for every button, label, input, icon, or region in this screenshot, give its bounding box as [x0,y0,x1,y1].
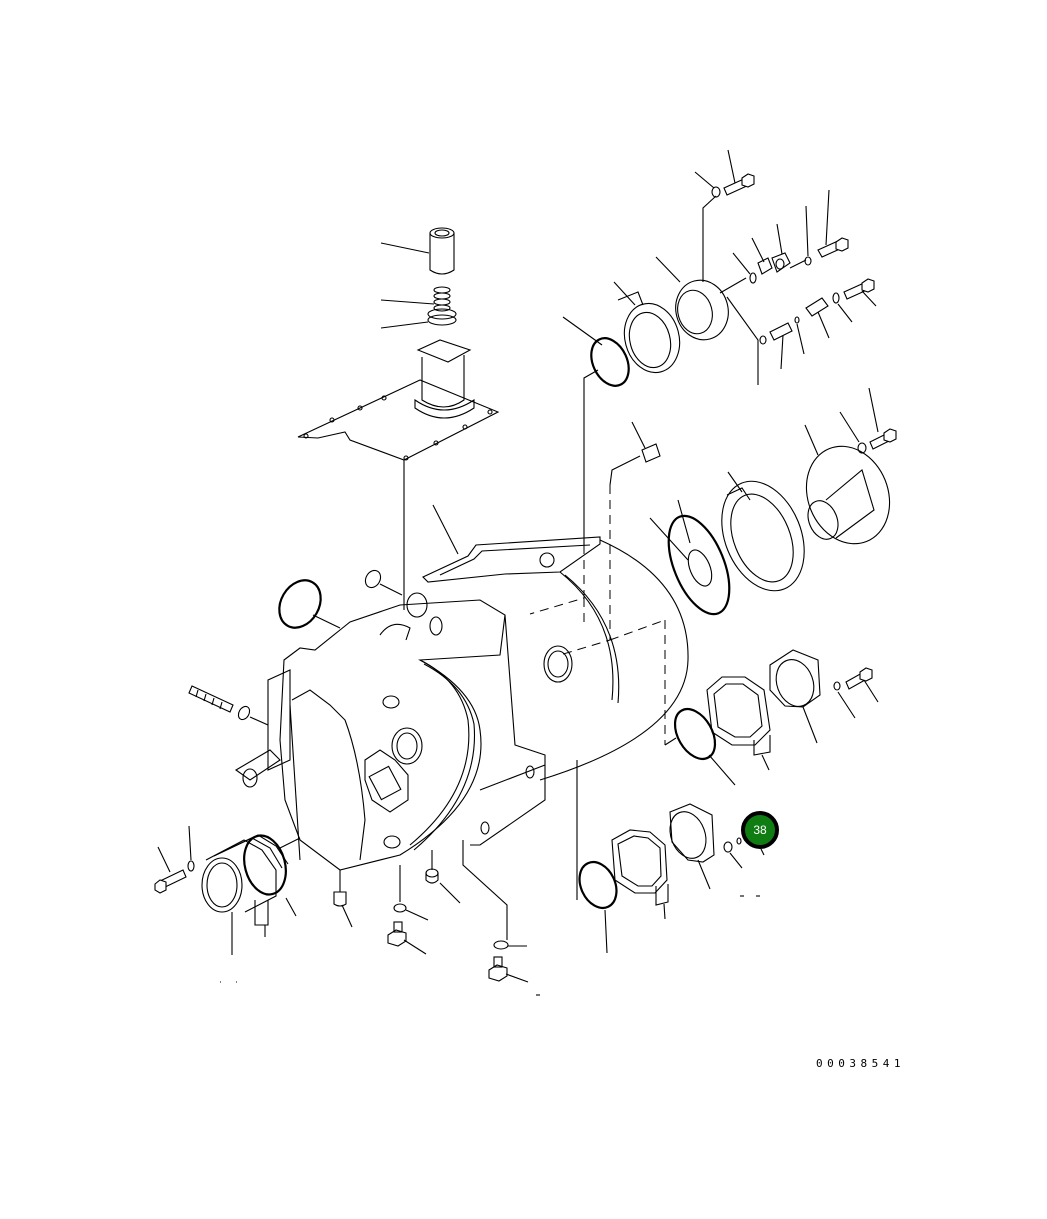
lower-right-cage-group[interactable] [572,803,765,954]
callout-38[interactable]: 38 [741,811,779,849]
case-housing[interactable] [234,485,689,871]
final-drive-cover-group[interactable] [631,387,904,623]
bolt-38-part [736,837,742,845]
bolt-front-left[interactable] [154,825,195,894]
spring-part[interactable] [427,286,457,326]
top-cover-plate[interactable] [297,379,500,461]
upper-right-cage-group[interactable] [562,149,877,392]
stud-and-washer[interactable] [188,685,269,726]
o-ring-small[interactable] [362,568,383,591]
mid-right-cage-group[interactable] [667,649,879,786]
front-seal-housing[interactable] [201,831,301,955]
sleeve-part[interactable] [429,227,455,275]
breather-tube[interactable] [414,339,475,419]
o-ring-upper-left[interactable] [271,573,329,635]
drain-plugs[interactable] [333,840,529,983]
drawing-number: 00038541 [816,1057,905,1070]
breather-assembly [297,227,500,610]
callout-38-label: 38 [753,823,767,837]
